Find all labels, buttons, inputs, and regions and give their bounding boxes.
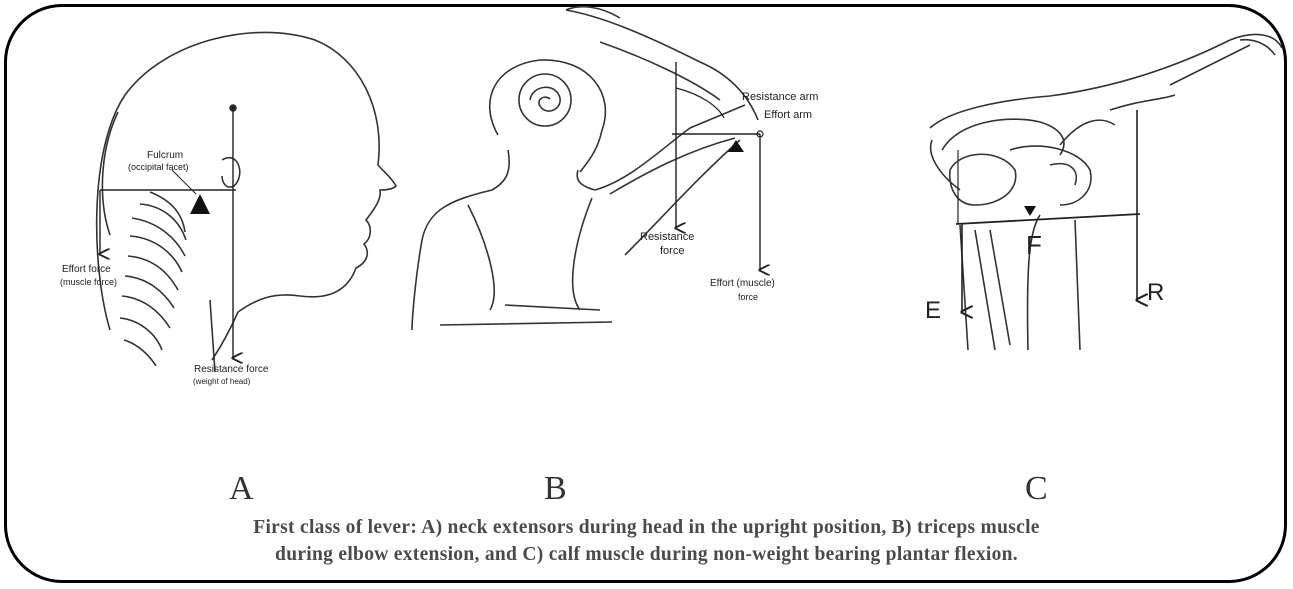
hair-bun <box>519 74 571 126</box>
foot-outline <box>930 34 1282 190</box>
caption-line-1: First class of lever: A) neck extensors … <box>0 517 1293 539</box>
panel-c-lever-line <box>956 214 1140 224</box>
calcaneus <box>950 154 1016 205</box>
panel-a-letter: A <box>229 470 254 508</box>
panel-a-effort-label: Effort force <box>62 264 111 275</box>
cervical-spine <box>120 192 186 366</box>
panel-b-resistance-force-sub-label: force <box>660 245 684 257</box>
tibia-fibula <box>960 215 1080 350</box>
panel-b-resistance-arm-label: Resistance arm <box>742 91 818 103</box>
panel-b-resistance-force-label: Resistance <box>640 231 694 243</box>
panel-a-drawing <box>97 32 396 372</box>
skull-outline <box>97 32 396 330</box>
panel-c-letter: C <box>1025 470 1048 508</box>
tarsal-bones <box>942 45 1250 205</box>
jaw-line <box>212 312 238 360</box>
panel-c-effort-label: E <box>925 297 941 324</box>
occipital-curve <box>102 112 118 235</box>
panel-b-fulcrum-triangle <box>728 140 744 152</box>
hair-bun-swirl <box>530 87 560 111</box>
panel-b-effort-force-label: Effort (muscle) <box>710 278 775 289</box>
panel-a-resistance-sub-label: (weight of head) <box>193 377 251 386</box>
tank-top-outline <box>440 198 612 325</box>
head-outline <box>490 60 606 172</box>
panel-b-resistance-arm-arc <box>676 88 724 118</box>
panel-a-fulcrum-triangle <box>190 194 210 214</box>
panel-b-effort-arm-label: Effort arm <box>764 109 812 121</box>
panel-b-drawing <box>412 7 758 330</box>
neck-front <box>210 300 215 372</box>
panel-c-drawing <box>930 34 1282 350</box>
neck-outline <box>492 150 595 190</box>
ear-outline <box>222 158 240 187</box>
panel-c-resistance-label: R <box>1147 279 1164 306</box>
raised-arm-upper <box>566 10 758 120</box>
panel-c-fulcrum-label: F <box>1026 230 1042 260</box>
panel-a-resistance-label: Resistance force <box>194 364 269 375</box>
panel-a-effort-sub-label: (muscle force) <box>60 277 117 287</box>
panel-b-letter: B <box>544 470 567 508</box>
panel-b-effort-force-sub-label: force <box>738 292 758 302</box>
caption-line-2: during elbow extension, and C) calf musc… <box>0 544 1293 566</box>
panel-c-fulcrum-triangle <box>1024 206 1036 216</box>
torso-outline <box>412 105 745 330</box>
panel-a-fulcrum-label: Fulcrum <box>147 150 183 161</box>
panel-a-fulcrum-sub-label: (occipital facet) <box>128 162 189 172</box>
